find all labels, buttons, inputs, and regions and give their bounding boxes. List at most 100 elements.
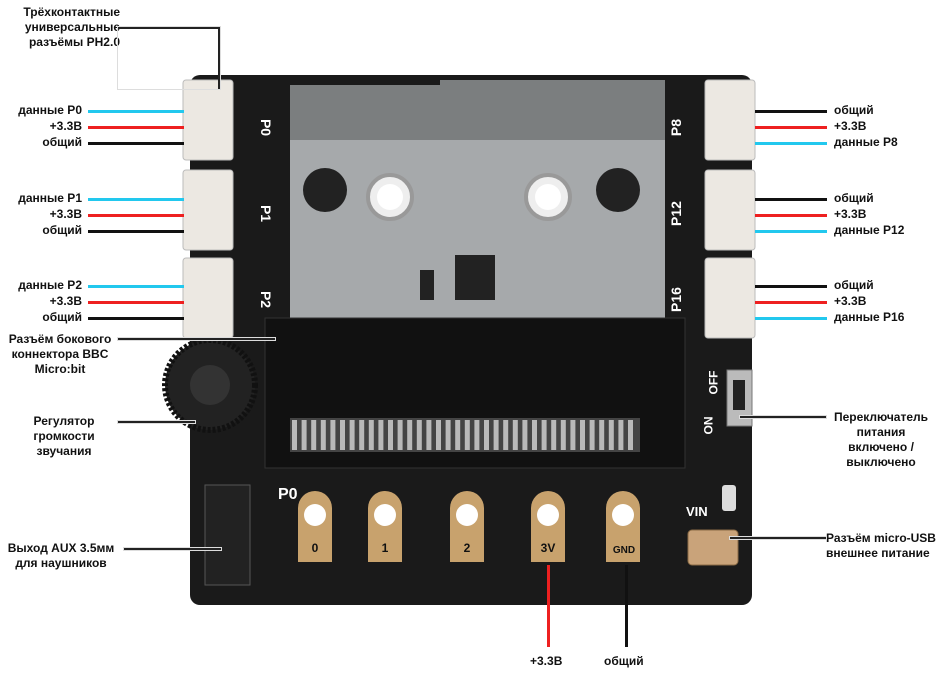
edge-pin (608, 420, 614, 450)
ph20-leader (118, 27, 220, 89)
pad-1: 1 (381, 541, 389, 555)
edge-pin (493, 420, 499, 450)
pad-3v: 3V (540, 541, 556, 555)
edge-pin (522, 420, 528, 450)
ph20-connector (704, 257, 756, 339)
wire-ground (88, 230, 184, 233)
aux-leader (124, 548, 221, 550)
edge-pin (359, 420, 365, 450)
left-ground-label: общий (42, 135, 82, 149)
edge-pin (330, 420, 336, 450)
silk-vin: VIN (686, 504, 708, 519)
pad-0: 0 (311, 541, 319, 555)
ph20-connector (704, 169, 756, 251)
silk-p8: P8 (668, 118, 685, 137)
left-power-label: +3.3В (49, 294, 82, 308)
wire-power (88, 214, 184, 217)
silk-p0-conn: P0 (258, 118, 275, 137)
switch-leader (740, 416, 826, 418)
edge-pin (426, 420, 432, 450)
wire-data (88, 285, 184, 288)
wire-data (88, 110, 184, 113)
wire-ground (755, 285, 827, 288)
wire-ground (755, 198, 827, 201)
edge-pin (541, 420, 547, 450)
wire-data (88, 198, 184, 201)
edge-pin (532, 420, 537, 450)
edge-pin (320, 420, 326, 450)
pad-gnd: GND (612, 545, 636, 556)
switch-label: Переключатель питания включено / выключе… (833, 410, 929, 469)
wire-power (755, 301, 827, 304)
edge-pin (311, 420, 317, 450)
wire-ground (88, 317, 184, 320)
right-data-label: данные P16 (834, 310, 905, 324)
silk-p1: P1 (258, 204, 275, 223)
ph20-connector (704, 79, 756, 161)
edge-pin (512, 420, 518, 450)
edge-connector-leader (118, 338, 275, 340)
right-power-label: +3.3В (834, 207, 867, 221)
edge-pin (301, 420, 307, 450)
edge-pin (292, 420, 297, 450)
right-ground-label: общий (834, 103, 874, 117)
edge-pin (474, 420, 480, 450)
edge-pin (368, 420, 374, 450)
edge-pin (455, 420, 461, 450)
left-ground-label: общий (42, 223, 82, 237)
edge-pin (484, 420, 489, 450)
silk-p2: P2 (258, 290, 275, 309)
left-ground-label: общий (42, 310, 82, 324)
left-data-label: данные P0 (18, 103, 82, 117)
edge-pin (560, 420, 566, 450)
edge-pin (340, 420, 345, 450)
left-data-label: данные P2 (18, 278, 82, 292)
edge-pin (388, 420, 393, 450)
edge-pin (580, 420, 585, 450)
ph20-connector (182, 169, 234, 251)
aux-label: Выход AUX 3.5мм для наушников (7, 541, 115, 570)
edge-pin (618, 420, 624, 450)
power-wire-bottom (547, 565, 550, 647)
right-data-label: данные P12 (834, 223, 905, 237)
edge-pin (436, 420, 441, 450)
wire-power (88, 126, 184, 129)
bottom-ground-label: общий (604, 654, 644, 668)
volume-label: Регулятор громкости звучания (33, 414, 95, 458)
usb-leader (730, 537, 826, 539)
left-power-label: +3.3В (49, 207, 82, 221)
ph20-label: Трёхконтактные универсальные разъёмы PH2… (23, 5, 120, 49)
edge-pin (599, 420, 605, 450)
edge-pin (445, 420, 451, 450)
right-ground-label: общий (834, 191, 874, 205)
edge-pin (349, 420, 355, 450)
left-power-label: +3.3В (49, 119, 82, 133)
wire-power (755, 126, 827, 129)
pad-2: 2 (463, 541, 471, 555)
ph20-connector (182, 257, 234, 339)
edge-connector-label: Разъём бокового коннектора BBC Micro:bit (8, 332, 112, 376)
edge-pin (407, 420, 413, 450)
right-power-label: +3.3В (834, 119, 867, 133)
edge-pin (503, 420, 509, 450)
silk-off: OFF (706, 370, 721, 395)
edge-pin (570, 420, 576, 450)
silk-p12: P12 (667, 201, 684, 226)
wire-power (88, 301, 184, 304)
edge-pin (464, 420, 470, 450)
silk-p0: P0 (278, 486, 298, 503)
right-data-label: данные P8 (834, 135, 898, 149)
edge-pin (378, 420, 384, 450)
silk-p16: P16 (667, 287, 684, 312)
wire-ground (88, 142, 184, 145)
silk-on: ON (701, 416, 716, 435)
wire-ground (755, 110, 827, 113)
edge-pin (551, 420, 557, 450)
wire-data (755, 317, 827, 320)
edge-pin (589, 420, 595, 450)
edge-pin (628, 420, 633, 450)
usb-label: Разъём micro-USB внешнее питание (826, 531, 936, 560)
ground-wire-bottom (625, 565, 628, 647)
